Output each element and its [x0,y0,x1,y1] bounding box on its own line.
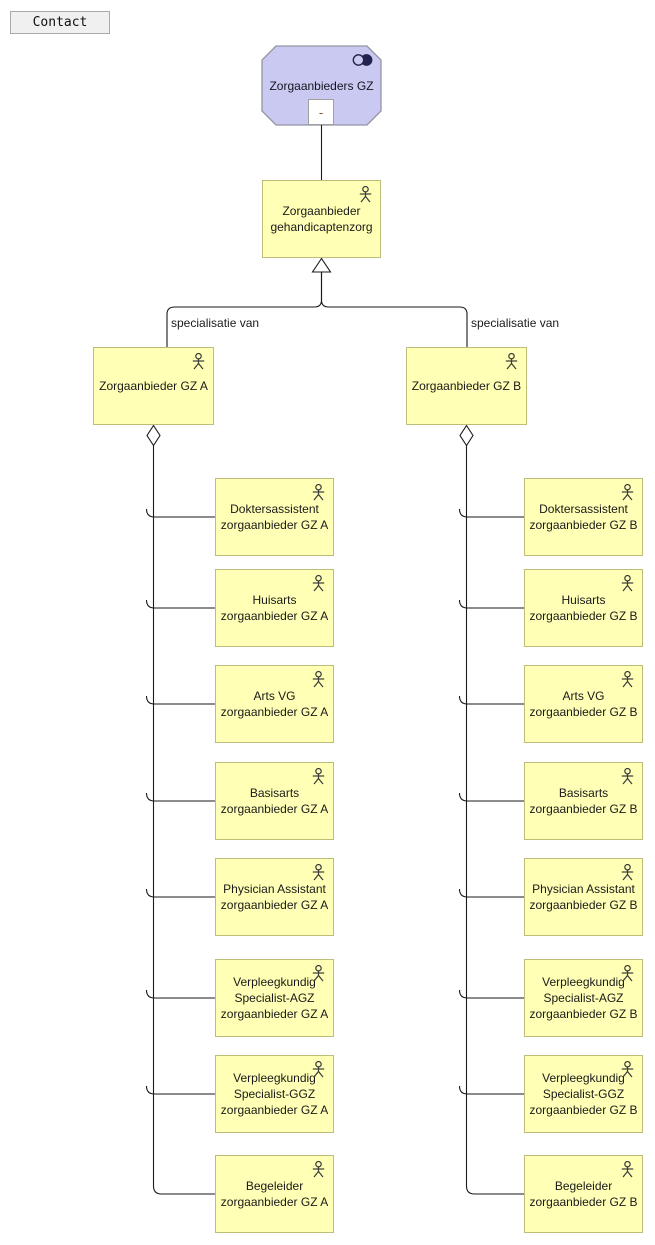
node-huisarts-gz-a[interactable]: Huisarts zorgaanbieder GZ A [215,569,334,647]
node-verpleegkundig-specialist-agz-gz-b[interactable]: Verpleegkundig Specialist-AGZ zorgaanbie… [524,959,643,1037]
business-actor-icon [620,484,635,501]
business-actor-icon [620,864,635,881]
node-role-label: Verpleegkundig Specialist-GGZ [233,1071,316,1101]
node-zorgaanbieder-gehandicaptenzorg[interactable]: Zorgaanbieder gehandicaptenzorg [262,180,381,258]
business-actor-icon [311,1061,326,1078]
node-sub-label: zorgaanbieder GZ B [529,1195,638,1209]
business-actor-icon [311,864,326,881]
node-sub-label: zorgaanbieder GZ B [529,1103,638,1117]
root-octagon-shape [261,45,382,126]
node-sub-label: zorgaanbieder GZ A [220,705,329,719]
trunk-b [465,445,524,1195]
collapse-toggle[interactable]: - [308,99,334,125]
node-role-label: Huisarts [252,593,297,607]
node-verpleegkundig-specialist-ggz-gz-a[interactable]: Verpleegkundig Specialist-GGZ zorgaanbie… [215,1055,334,1133]
node-sub-label: zorgaanbieder GZ A [220,518,329,532]
edge-specialisatie-right [320,272,468,347]
collaboration-icon [352,54,373,66]
node-sub-label: zorgaanbieder GZ A [220,1007,329,1021]
node-role-label: Doktersassistent [539,502,628,516]
node-arts-vg-gz-a[interactable]: Arts VG zorgaanbieder GZ A [215,665,334,743]
node-label: Zorgaanbieder gehandicaptenzorg [270,204,373,234]
node-verpleegkundig-specialist-agz-gz-a[interactable]: Verpleegkundig Specialist-AGZ zorgaanbie… [215,959,334,1037]
node-sub-label: zorgaanbieder GZ B [529,705,638,719]
business-actor-icon [620,671,635,688]
node-role-label: Physician Assistant [532,882,635,896]
business-actor-icon [311,575,326,592]
specialization-triangle [311,257,332,273]
business-actor-icon [620,575,635,592]
aggregation-diamond-b [459,424,474,447]
node-arts-vg-gz-b[interactable]: Arts VG zorgaanbieder GZ B [524,665,643,743]
node-role-label: Begeleider [554,1179,613,1193]
business-actor-icon [311,671,326,688]
node-label: Zorgaanbieder GZ B [411,379,522,393]
node-zorgaanbieders-gz[interactable]: Zorgaanbieders GZ [269,78,374,93]
node-role-label: Basisarts [558,786,609,800]
node-role-label: Arts VG [562,689,605,703]
business-actor-icon [620,768,635,785]
business-actor-icon [620,1061,635,1078]
node-role-label: Verpleegkundig Specialist-AGZ [233,975,316,1005]
node-basisarts-gz-b[interactable]: Basisarts zorgaanbieder GZ B [524,762,643,840]
node-sub-label: zorgaanbieder GZ A [220,898,329,912]
node-role-label: Doktersassistent [230,502,319,516]
contact-button[interactable]: Contact [10,11,110,34]
business-actor-icon [311,1161,326,1178]
node-role-label: Arts VG [253,689,296,703]
node-verpleegkundig-specialist-ggz-gz-b[interactable]: Verpleegkundig Specialist-GGZ zorgaanbie… [524,1055,643,1133]
aggregation-diamond-a [146,424,161,447]
business-actor-icon [311,768,326,785]
node-zorgaanbieder-gz-b[interactable]: Zorgaanbieder GZ B [406,347,527,425]
node-role-label: Begeleider [245,1179,304,1193]
node-role-label: Huisarts [561,593,606,607]
node-physician-assistant-gz-b[interactable]: Physician Assistant zorgaanbieder GZ B [524,858,643,936]
edge-label-specialisatie-van-right: specialisatie van [471,316,560,330]
node-sub-label: zorgaanbieder GZ B [529,802,638,816]
node-role-label: Verpleegkundig Specialist-GGZ [542,1071,625,1101]
node-begeleider-gz-b[interactable]: Begeleider zorgaanbieder GZ B [524,1155,643,1233]
business-actor-icon [620,965,635,982]
business-actor-icon [311,965,326,982]
business-actor-icon [504,353,519,370]
node-doktersassistent-gz-b[interactable]: Doktersassistent zorgaanbieder GZ B [524,478,643,556]
node-begeleider-gz-a[interactable]: Begeleider zorgaanbieder GZ A [215,1155,334,1233]
node-sub-label: zorgaanbieder GZ B [529,1007,638,1021]
edge-specialisatie-left [166,272,323,347]
edge-label-specialisatie-van-left: specialisatie van [171,316,260,330]
node-doktersassistent-gz-a[interactable]: Doktersassistent zorgaanbieder GZ A [215,478,334,556]
node-role-label: Physician Assistant [223,882,326,896]
node-sub-label: zorgaanbieder GZ B [529,609,638,623]
node-role-label: Basisarts [249,786,300,800]
node-sub-label: zorgaanbieder GZ A [220,1195,329,1209]
node-sub-label: zorgaanbieder GZ B [529,898,638,912]
node-role-label: Verpleegkundig Specialist-AGZ [542,975,625,1005]
trunk-a [152,445,215,1195]
node-physician-assistant-gz-a[interactable]: Physician Assistant zorgaanbieder GZ A [215,858,334,936]
node-sub-label: zorgaanbieder GZ A [220,609,329,623]
node-basisarts-gz-a[interactable]: Basisarts zorgaanbieder GZ A [215,762,334,840]
business-actor-icon [311,484,326,501]
node-sub-label: zorgaanbieder GZ A [220,802,329,816]
node-label: Zorgaanbieder GZ A [99,379,208,393]
node-huisarts-gz-b[interactable]: Huisarts zorgaanbieder GZ B [524,569,643,647]
node-sub-label: zorgaanbieder GZ B [529,518,638,532]
node-sub-label: zorgaanbieder GZ A [220,1103,329,1117]
business-actor-icon [191,353,206,370]
node-zorgaanbieder-gz-a[interactable]: Zorgaanbieder GZ A [93,347,214,425]
business-actor-icon [358,186,373,203]
business-actor-icon [620,1161,635,1178]
